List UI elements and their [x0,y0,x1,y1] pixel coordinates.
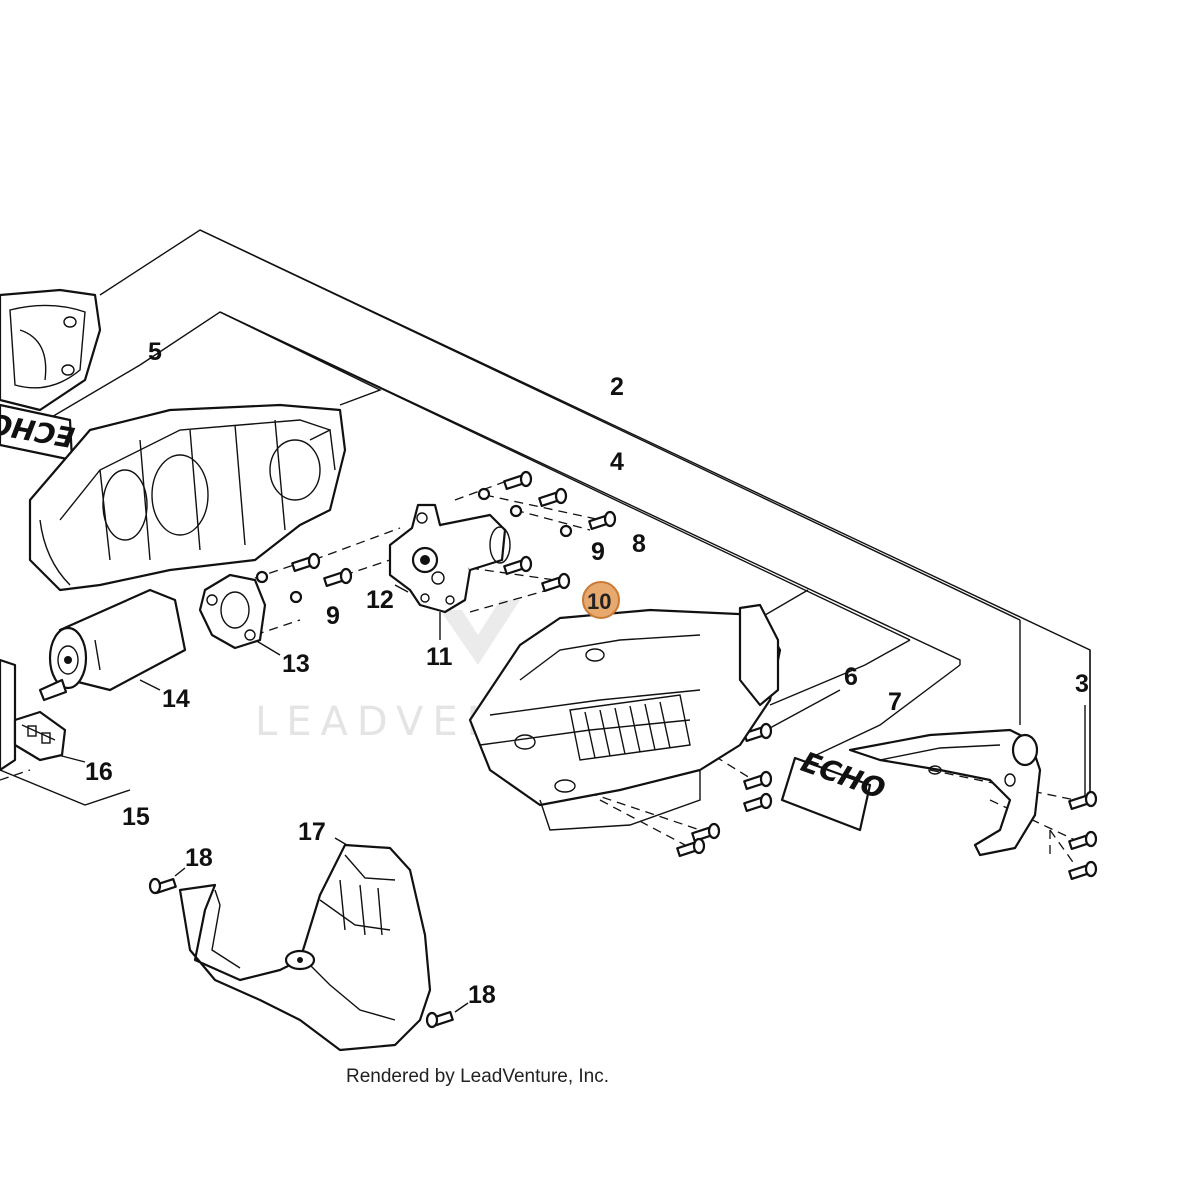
bracket-lines [0,229,1091,1013]
front-cover[interactable] [468,603,782,831]
washer[interactable] [509,504,523,518]
handle-guard[interactable] [178,843,432,1052]
label-4[interactable]: 4 [610,448,624,476]
screw[interactable] [1068,830,1098,850]
side-cover[interactable] [848,728,1042,857]
washer[interactable] [255,570,269,584]
label-18-left[interactable]: 18 [185,844,213,872]
screw[interactable] [425,1011,454,1029]
label-6[interactable]: 6 [844,663,858,691]
screw[interactable] [503,555,533,575]
screw[interactable] [743,792,773,812]
label-11[interactable]: 11 [426,643,453,671]
screw[interactable] [323,567,353,587]
bracket-plate[interactable] [198,573,267,650]
screw[interactable] [676,837,706,857]
label-15[interactable]: 15 [122,803,150,831]
screw[interactable] [1068,790,1098,810]
label-9-lower[interactable]: 9 [326,602,340,630]
label-2[interactable]: 2 [610,373,624,401]
washer[interactable] [559,524,573,538]
screw[interactable] [743,722,773,742]
label-14[interactable]: 14 [162,685,190,713]
part-labels: 5 2 4 8 9 12 9 13 11 14 6 7 3 16 15 17 1… [85,338,1089,1009]
render-credit: Rendered by LeadVenture, Inc. [346,1066,609,1087]
label-13[interactable]: 13 [282,650,310,678]
main-housing[interactable] [28,403,347,592]
screw[interactable] [291,552,321,572]
label-5[interactable]: 5 [148,338,162,366]
label-9-upper[interactable]: 9 [591,538,605,566]
label-10[interactable]: 10 [587,589,611,614]
left-bracket[interactable] [0,658,67,772]
label-12[interactable]: 12 [366,586,394,614]
label-18-right[interactable]: 18 [468,981,496,1009]
screw[interactable] [538,487,568,507]
switch-assembly[interactable] [388,503,511,614]
fasteners[interactable] [148,470,1098,1029]
motor[interactable] [38,588,187,702]
callout-10-highlighted[interactable]: 10 [582,581,620,619]
callout-highlight-circle[interactable] [582,581,620,619]
label-17[interactable]: 17 [298,818,326,846]
screw[interactable] [503,470,533,490]
label-7[interactable]: 7 [888,688,902,716]
label-8[interactable]: 8 [632,530,646,558]
screw[interactable] [541,572,571,592]
screw[interactable] [588,510,617,530]
screw[interactable] [691,822,721,842]
screw[interactable] [1068,860,1098,880]
label-16[interactable]: 16 [85,758,113,786]
screw[interactable] [148,877,177,895]
screw[interactable] [743,770,773,790]
washer[interactable] [289,590,303,604]
label-3[interactable]: 3 [1075,670,1089,698]
washer[interactable] [477,487,491,501]
